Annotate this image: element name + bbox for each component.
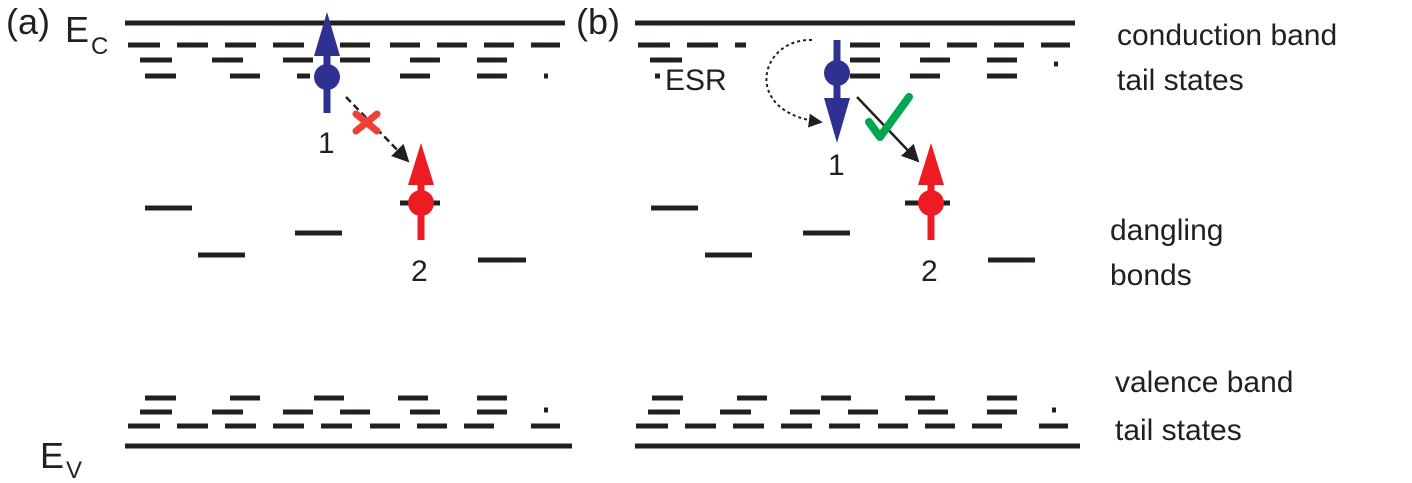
panel-b-label: (b) (576, 1, 620, 42)
conduction-band-tail-states-a (125, 20, 565, 79)
electron-2-spin-up-b (918, 143, 944, 240)
db-label-line1: dangling (1110, 214, 1223, 247)
check-icon (865, 93, 913, 141)
cb-label-line1: conduction band (1117, 19, 1337, 52)
vb-label-line1: valence band (1115, 366, 1293, 399)
ec-subscript: C (91, 33, 108, 60)
side-labels: conduction band tail states dangling bon… (1110, 19, 1337, 447)
electron-2-spin-up (408, 143, 434, 240)
panel-a-label: (a) (6, 1, 50, 42)
valence-band-tail-states-b (635, 395, 1080, 449)
electron-1-spin-up (314, 12, 340, 113)
state-1-label-a: 1 (318, 127, 335, 160)
state-2-label-a: 2 (411, 255, 428, 288)
panel-a: (a) E C (6, 1, 572, 483)
cb-label-line2: tail states (1117, 64, 1244, 97)
state-1-label-b: 1 (828, 149, 845, 182)
state-2-label-b: 2 (921, 255, 938, 288)
db-label-line2: bonds (1110, 259, 1192, 292)
dangling-bonds-a (145, 200, 526, 263)
panel-b: (b) ESR (576, 1, 1080, 449)
ev-subscript: V (66, 457, 82, 483)
cross-icon (352, 110, 381, 135)
ec-label: E (65, 9, 89, 50)
dangling-bonds-b (651, 200, 1035, 263)
transition-arrow-a (345, 96, 410, 163)
electron-1-spin-down (824, 40, 850, 143)
esr-spin-flip-arrow (765, 38, 823, 128)
ev-label: E (40, 435, 64, 476)
conduction-band-tail-states-b (635, 20, 1075, 79)
valence-band-tail-states-a (125, 395, 572, 449)
vb-label-line2: tail states (1115, 414, 1242, 447)
esr-label: ESR (665, 64, 727, 97)
